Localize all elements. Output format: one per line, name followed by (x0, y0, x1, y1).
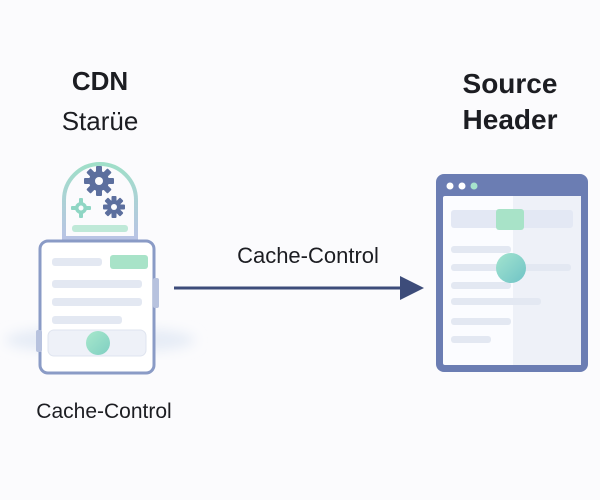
arrow-label: Cache-Control (237, 243, 379, 268)
source-browser-window (436, 174, 588, 372)
window-dot-icon (446, 182, 454, 190)
gear-icon (84, 166, 114, 196)
window-dot-icon (470, 182, 478, 190)
gear-icon-small-navy (103, 196, 125, 218)
cdn-caption: Cache-Control (36, 400, 172, 423)
cdn-dome (62, 162, 138, 240)
cdn-device-body (36, 239, 159, 375)
window-dot-icon (458, 182, 466, 190)
gear-icon-small-teal (71, 198, 91, 218)
arrow-connector (174, 276, 424, 300)
cdn-subtitle: Starüe (61, 106, 139, 136)
arrow-head-icon (400, 276, 424, 300)
source-title: Source (462, 68, 558, 99)
status-dot-icon (496, 253, 526, 283)
source-subtitle: Header (462, 104, 558, 135)
cdn-title: CDN (71, 66, 129, 96)
cdn-device-icon (36, 162, 159, 375)
toggle-knob (86, 331, 110, 355)
